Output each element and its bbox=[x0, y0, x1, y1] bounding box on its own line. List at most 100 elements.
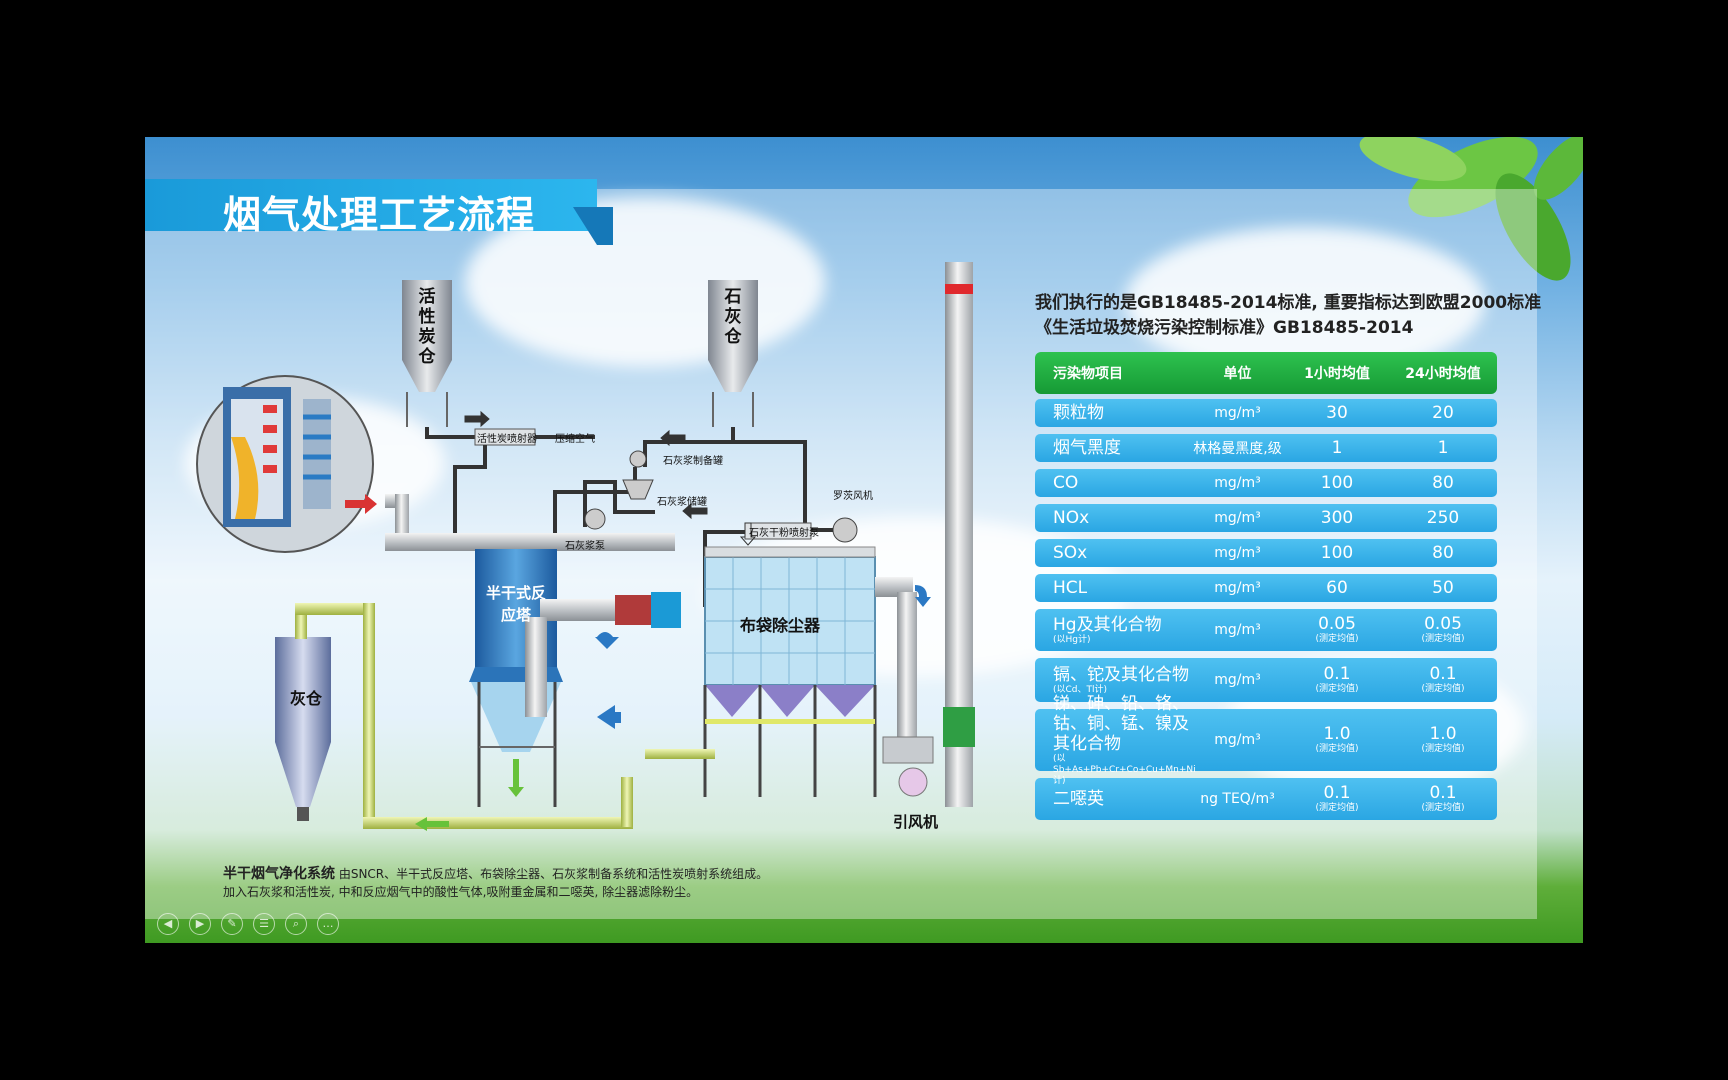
hour-value: 100 bbox=[1320, 542, 1354, 563]
pollutant-sub: (以Hg计) bbox=[1053, 634, 1091, 645]
day-value: 0.05 bbox=[1424, 614, 1462, 634]
reactor-label: 半干式反应塔 bbox=[485, 584, 546, 624]
hour-value: 300 bbox=[1320, 507, 1354, 528]
blue-arrows bbox=[595, 585, 931, 729]
hour-value: 0.1 bbox=[1323, 783, 1351, 803]
process-diagram bbox=[196, 262, 975, 831]
hour-note: (测定均值) bbox=[1315, 744, 1359, 754]
unit-cell: 林格曼黑度,级 bbox=[1193, 441, 1282, 457]
chimney bbox=[943, 262, 975, 807]
id-fan-label: 引风机 bbox=[893, 813, 939, 831]
pollutant-name: 颗粒物 bbox=[1053, 403, 1104, 423]
pollutant-cell: SOx bbox=[1035, 543, 1190, 563]
pollutant-sub: (以Cd、Tl计) bbox=[1053, 684, 1108, 695]
day-cell: 0.1(测定均值) bbox=[1389, 784, 1497, 814]
day-value: 80 bbox=[1432, 472, 1454, 493]
hour-cell: 60 bbox=[1285, 577, 1389, 598]
hour-value: 1.0 bbox=[1323, 724, 1351, 744]
boiler-inset bbox=[196, 375, 374, 553]
id-fan-icon bbox=[898, 767, 928, 797]
unit-cell: mg/m³ bbox=[1214, 672, 1261, 688]
hour-cell: 1 bbox=[1285, 437, 1389, 458]
menu-icon[interactable]: ☰ bbox=[253, 913, 275, 935]
title-bar bbox=[145, 179, 597, 231]
inlet-duct bbox=[385, 533, 675, 551]
ash-silo-label: 灰仓 bbox=[290, 689, 323, 708]
pen-icon[interactable]: ✎ bbox=[221, 913, 243, 935]
lime-silo bbox=[708, 280, 758, 427]
hour-value: 0.05 bbox=[1318, 614, 1356, 634]
hour-cell: 100 bbox=[1285, 542, 1389, 563]
pollutant-name: CO bbox=[1053, 473, 1079, 493]
hour-cell: 0.05(测定均值) bbox=[1285, 615, 1389, 645]
hour-cell: 1.0(测定均值) bbox=[1285, 725, 1389, 755]
hour-value: 100 bbox=[1320, 472, 1354, 493]
carbon-silo-label: 活性炭仓 bbox=[418, 287, 436, 367]
summary-line-1: 由SNCR、半干式反应塔、布袋除尘器、石灰浆制备系统和活性炭喷射系统组成。 bbox=[338, 867, 769, 881]
pollutant-name: Hg及其化合物 bbox=[1053, 614, 1162, 635]
day-value: 20 bbox=[1432, 402, 1454, 423]
next-icon[interactable]: ▶ bbox=[189, 913, 211, 935]
slide: 烟气处理工艺流程 bbox=[145, 137, 1583, 943]
flow-arrows bbox=[464, 410, 757, 546]
dry-powder-pump-label: 石灰干粉喷射泵 bbox=[749, 528, 819, 539]
carbon-injector-label: 活性炭喷射器 bbox=[477, 434, 537, 445]
roots-blower-label: 罗茨风机 bbox=[833, 491, 873, 502]
hour-note: (测定均值) bbox=[1315, 684, 1359, 694]
unit-cell: mg/m³ bbox=[1214, 580, 1261, 596]
lime-pump-label: 石灰浆泵 bbox=[565, 541, 605, 552]
hour-value: 1 bbox=[1331, 437, 1343, 458]
pollutant-cell: 颗粒物 bbox=[1035, 403, 1190, 423]
compressed-air-label: 压缩空气 bbox=[555, 434, 595, 445]
hour-value: 60 bbox=[1326, 577, 1348, 598]
pollutant-name: SOx bbox=[1053, 543, 1088, 563]
pollutant-name: 烟气黑度 bbox=[1053, 438, 1121, 458]
summary-text: 半干烟气净化系统 由SNCR、半干式反应塔、布袋除尘器、石灰浆制备系统和活性炭喷… bbox=[223, 865, 783, 901]
day-cell: 1.0(测定均值) bbox=[1389, 725, 1497, 755]
unit-cell: mg/m³ bbox=[1214, 405, 1261, 421]
day-value: 1 bbox=[1437, 437, 1449, 458]
pollutant-name: 锑、砷、铅、铬、钴、铜、锰、镍及其化合物 bbox=[1053, 693, 1189, 754]
hour-note: (测定均值) bbox=[1315, 634, 1359, 644]
day-value: 1.0 bbox=[1429, 724, 1457, 744]
pollutant-cell: 二噁英 bbox=[1035, 789, 1190, 809]
lime-pump bbox=[584, 508, 606, 530]
more-icon[interactable]: … bbox=[317, 913, 339, 935]
pollutant-cell: NOx bbox=[1035, 508, 1190, 528]
header-24h: 24小时均值 bbox=[1405, 366, 1481, 382]
hour-cell: 100 bbox=[1285, 472, 1389, 493]
pollutant-name: 二噁英 bbox=[1053, 789, 1104, 809]
flue-arrow-icon bbox=[345, 494, 377, 514]
baghouse bbox=[703, 546, 877, 797]
prev-icon[interactable]: ◀ bbox=[157, 913, 179, 935]
header-pollutant: 污染物项目 bbox=[1053, 366, 1123, 382]
pollutant-cell: HCL bbox=[1035, 578, 1190, 598]
day-cell: 20 bbox=[1389, 402, 1497, 423]
header-1h: 1小时均值 bbox=[1304, 366, 1370, 382]
roots-blower bbox=[832, 517, 858, 543]
day-value: 0.1 bbox=[1429, 783, 1457, 803]
day-note: (测定均值) bbox=[1421, 634, 1465, 644]
pollutant-name: 镉、铊及其化合物 bbox=[1053, 664, 1189, 685]
hour-cell: 30 bbox=[1285, 403, 1389, 423]
unit-cell: mg/m³ bbox=[1214, 732, 1261, 748]
page-title: 烟气处理工艺流程 bbox=[223, 193, 536, 237]
hour-note: (测定均值) bbox=[1315, 803, 1359, 813]
pollutant-cell: 烟气黑度 bbox=[1035, 438, 1190, 458]
summary-title: 半干烟气净化系统 bbox=[223, 866, 335, 882]
zoom-icon[interactable]: ⌕ bbox=[285, 913, 307, 935]
hour-cell: 0.1(测定均值) bbox=[1285, 665, 1389, 695]
header-unit: 单位 bbox=[1223, 366, 1252, 382]
unit-cell: mg/m³ bbox=[1214, 545, 1261, 561]
hour-cell: 300 bbox=[1285, 507, 1389, 528]
pollutant-cell: 镉、铊及其化合物(以Cd、Tl计) bbox=[1035, 665, 1190, 696]
hour-value: 0.1 bbox=[1323, 664, 1351, 684]
unit-cell: mg/m³ bbox=[1214, 622, 1261, 638]
unit-cell: mg/m³ bbox=[1214, 510, 1261, 526]
pollutant-name: NOx bbox=[1053, 508, 1090, 528]
carbon-silo bbox=[402, 280, 452, 427]
